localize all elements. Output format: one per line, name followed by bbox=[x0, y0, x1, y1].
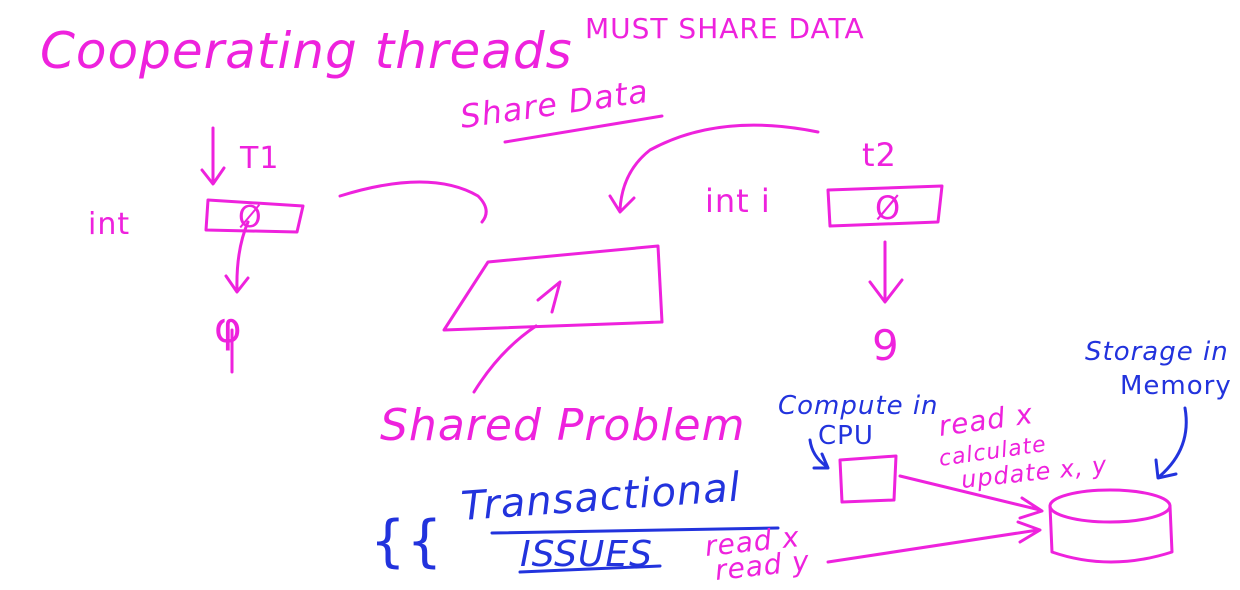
shared-problem-pointer-icon bbox=[472, 324, 538, 394]
compute-label-line1: Compute in bbox=[778, 391, 939, 421]
thread2-result: 9 bbox=[872, 321, 900, 370]
storage-label-line2: Memory bbox=[1120, 371, 1232, 401]
storage-label-line1: Storage in bbox=[1085, 337, 1229, 367]
share-data-label: Share Data bbox=[458, 72, 651, 136]
memory-cylinder-body bbox=[1048, 504, 1174, 564]
title-line2: MUST SHARE DATA bbox=[585, 12, 865, 45]
transactional-bracket-icon: {{ bbox=[370, 509, 443, 574]
thread2-type-label: int i bbox=[705, 182, 771, 220]
read-to-memory-arrow bbox=[826, 520, 1042, 564]
thread1-type-label: int bbox=[88, 207, 130, 242]
thread2-label: t2 bbox=[862, 136, 897, 174]
storage-pointer-icon bbox=[1154, 406, 1188, 480]
issues-underline bbox=[518, 564, 662, 574]
thread1-arrow-down-icon bbox=[200, 126, 226, 186]
shared-data-box bbox=[442, 244, 664, 332]
thread1-result: φ bbox=[214, 303, 243, 352]
memory-cylinder-top bbox=[1048, 488, 1172, 524]
transactional-underline bbox=[490, 526, 780, 535]
thread2-to-shared-arrow bbox=[608, 123, 820, 214]
thread1-to-shared-arrow bbox=[338, 180, 488, 224]
thread1-value: Ø bbox=[238, 200, 263, 235]
title-line1: Cooperating threads bbox=[40, 22, 573, 80]
thread2-arrow-down-icon bbox=[868, 240, 904, 304]
transactional-label-line1: Transactional bbox=[459, 465, 742, 530]
share-data-underline bbox=[503, 114, 664, 144]
cpu-box bbox=[838, 454, 898, 504]
thread1-variable-box bbox=[204, 198, 305, 234]
cpu-to-memory-arrow bbox=[898, 474, 1044, 520]
compute-pointer-icon bbox=[808, 438, 830, 470]
thread1-arrow-result-icon bbox=[224, 220, 250, 294]
shared-problem-label: Shared Problem bbox=[380, 400, 745, 451]
compute-label-line2: CPU bbox=[818, 421, 874, 451]
shared-box-mark bbox=[536, 280, 562, 314]
thread2-value: Ø bbox=[875, 189, 901, 227]
thread1-label: T1 bbox=[239, 141, 279, 176]
thread2-variable-box bbox=[826, 184, 944, 228]
